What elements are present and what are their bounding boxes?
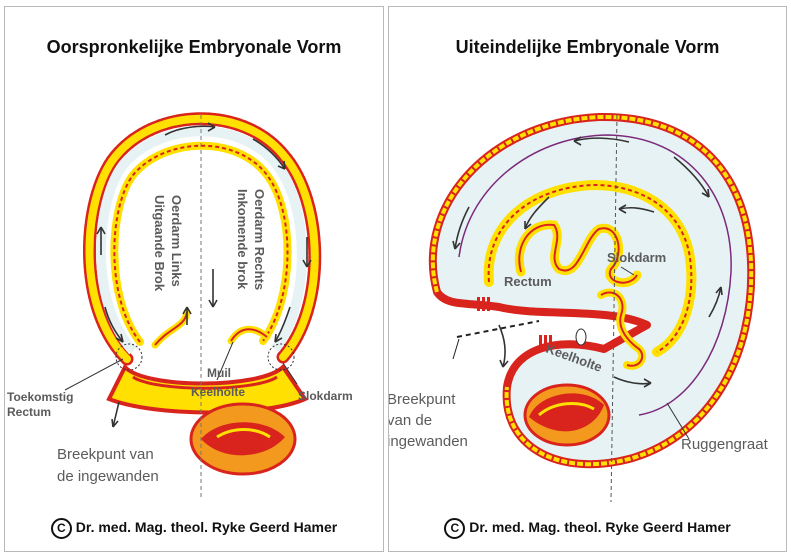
label-breekpunt-line2: van de	[389, 412, 432, 429]
label-toekomstig: Toekomstig	[7, 390, 73, 404]
label-oerdarm-rechts: Oerdarm Rechts	[252, 189, 267, 290]
label-breekpunt-line1: Breekpunt van	[57, 446, 154, 463]
label-breekpunt-line1: Breekpunt	[389, 391, 456, 408]
label-breekpunt-line3: ingewanden	[389, 433, 468, 450]
label-uitgaande-brok: Uitgaande Brok	[152, 195, 167, 292]
right-credit-text: Dr. med. Mag. theol. Ryke Geerd Hamer	[469, 519, 730, 535]
original-embryo-diagram: Oerdarm Links Uitgaande Brok Oerdarm Rec…	[5, 7, 385, 553]
left-panel: Oorspronkelijke Embryonale Vorm	[4, 6, 384, 552]
label-ruggengraat: Ruggengraat	[681, 436, 769, 453]
label-slokdarm: Slokdarm	[607, 250, 666, 265]
label-keelholte: Keelholte	[191, 385, 245, 399]
label-inkomende-brok: Inkomende brok	[235, 189, 250, 290]
final-embryo-diagram: Rectum Slokdarm Keelholte Breekpunt van …	[389, 7, 788, 553]
left-credit-text: Dr. med. Mag. theol. Ryke Geerd Hamer	[76, 519, 337, 535]
copyright-icon: C	[51, 518, 72, 539]
right-panel: Uiteindelijke Embryonale Vorm	[388, 6, 787, 552]
label-rectum: Rectum	[504, 274, 552, 289]
label-breekpunt-line2: de ingewanden	[57, 468, 159, 485]
label-rectum: Rectum	[7, 405, 51, 419]
rectum-marker	[477, 297, 490, 311]
copyright-icon: C	[444, 518, 465, 539]
oral-opening	[576, 329, 586, 345]
label-oerdarm-links: Oerdarm Links	[169, 195, 184, 287]
label-muil: Muil	[207, 366, 231, 380]
label-slokdarm: Slokdarm	[298, 389, 353, 403]
